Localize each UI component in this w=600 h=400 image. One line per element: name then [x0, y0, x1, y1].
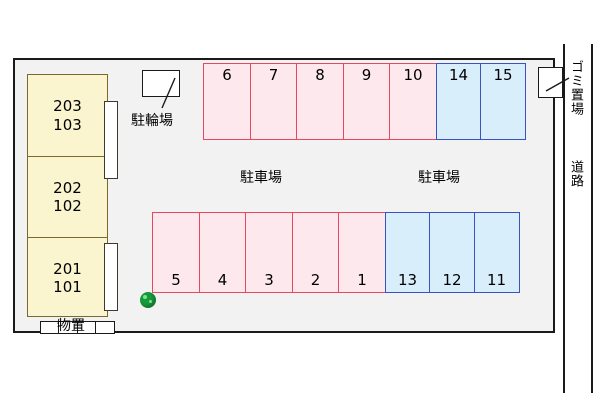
- parking-lot-label-right: 駐車場: [418, 170, 460, 186]
- unit-label-upper: 202: [53, 178, 82, 197]
- stall-number: 4: [217, 271, 228, 289]
- garbage-area-box: [538, 67, 563, 98]
- parking-stall[interactable]: 9: [342, 63, 391, 140]
- stall-number: 9: [361, 66, 372, 84]
- stairwell-upper: [104, 101, 118, 179]
- parking-stall[interactable]: 14: [435, 63, 482, 140]
- stall-number: 3: [264, 271, 274, 289]
- parking-stall[interactable]: 10: [389, 63, 437, 140]
- stall-number: 1: [357, 271, 367, 289]
- parking-stall[interactable]: 7: [249, 63, 298, 140]
- stall-number: 11: [486, 271, 507, 289]
- unit-label-upper: 203: [53, 97, 82, 116]
- apartment-building: 203 103 202 102 201 101: [27, 74, 108, 317]
- stall-number: 7: [268, 66, 279, 84]
- tree-icon: [140, 292, 156, 308]
- stall-number: 15: [493, 66, 513, 84]
- stairwell-lower: [104, 243, 118, 311]
- stall-number: 12: [442, 271, 462, 289]
- garbage-area-label: ゴミ置場: [568, 60, 583, 116]
- parking-stall[interactable]: 1: [338, 212, 386, 293]
- storage-label: 物置: [57, 318, 85, 334]
- unit-block-201-101[interactable]: 201 101: [28, 237, 107, 318]
- unit-label-upper: 201: [53, 259, 82, 278]
- road-label: 道路: [568, 160, 583, 188]
- unit-block-202-102[interactable]: 202 102: [28, 156, 107, 237]
- stall-number: 5: [171, 271, 181, 289]
- unit-label-lower: 102: [53, 197, 82, 215]
- unit-label-lower: 103: [53, 115, 82, 134]
- storage-cell: [95, 321, 115, 334]
- unit-label-lower: 101: [53, 278, 82, 296]
- stall-number: 13: [397, 271, 418, 289]
- stall-number: 2: [310, 271, 321, 289]
- parking-stall[interactable]: 15: [480, 63, 526, 140]
- parking-stall[interactable]: 12: [429, 212, 475, 293]
- parking-row-top: 6 7 8 9 10 14 15: [203, 63, 526, 140]
- road-strip: [563, 44, 593, 393]
- stall-number: 14: [448, 66, 469, 84]
- parking-stall[interactable]: 4: [198, 212, 247, 293]
- stall-number: 10: [403, 66, 423, 84]
- parking-stall[interactable]: 6: [203, 63, 251, 140]
- stall-number: 8: [315, 66, 325, 84]
- stall-number: 6: [222, 66, 232, 84]
- parking-lot-label-left: 駐車場: [240, 170, 282, 186]
- parking-stall[interactable]: 3: [245, 212, 293, 293]
- unit-block-203-103[interactable]: 203 103: [28, 75, 107, 156]
- parking-stall[interactable]: 13: [384, 212, 431, 293]
- parking-stall[interactable]: 2: [291, 212, 340, 293]
- storage-sheds: [40, 321, 115, 334]
- bicycle-parking-label: 駐輪場: [131, 113, 173, 129]
- parking-row-bottom: 5 4 3 2 1 13 12 11: [152, 212, 520, 293]
- bicycle-parking-box: [142, 70, 180, 97]
- parking-stall[interactable]: 5: [152, 212, 200, 293]
- parking-stall[interactable]: 11: [473, 212, 520, 293]
- parking-stall[interactable]: 8: [296, 63, 344, 140]
